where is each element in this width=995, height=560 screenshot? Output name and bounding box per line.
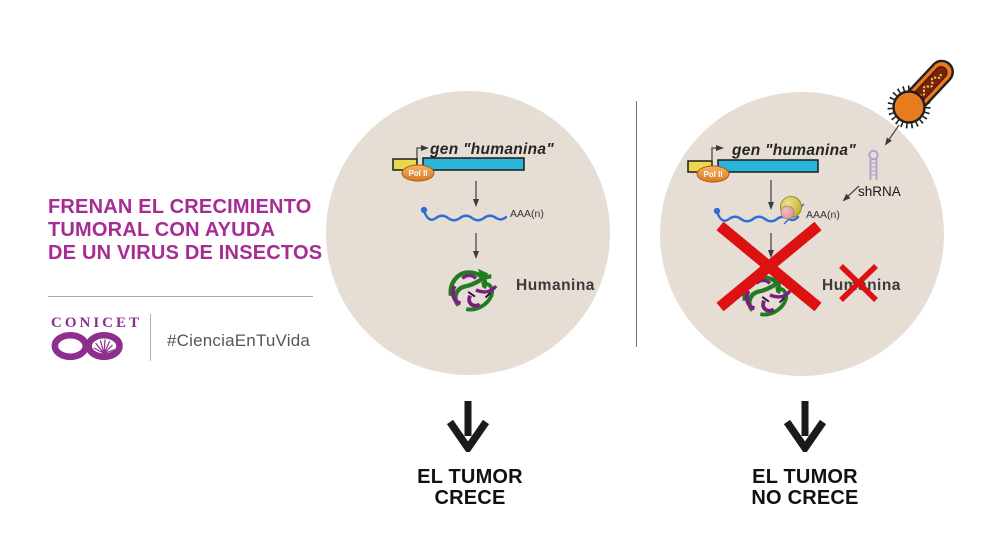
polymerase-label: Pol II xyxy=(703,170,722,179)
result-caption-left-line2: CRECE xyxy=(434,486,506,509)
result-caption-left-line1: EL TUMOR xyxy=(417,466,523,488)
polymerase-icon xyxy=(401,164,435,182)
hashtag: #CienciaEnTuVida xyxy=(167,331,311,350)
virus-to-shrna-arrow xyxy=(884,124,900,146)
no-protein-cross-icon xyxy=(839,264,878,302)
conicet-infinity-logo-icon xyxy=(51,331,123,361)
cell-right-diagram: Pol II gen "humanina" shRNA AAA(n) Human… xyxy=(687,124,901,376)
polymerase-icon xyxy=(696,165,730,183)
result-caption-right: EL TUMOR NO CRECE xyxy=(705,467,905,508)
protein-label: Humanina xyxy=(516,277,595,294)
headline: FRENAN EL CRECIMIENTO TUMORAL CON AYUDA … xyxy=(48,196,348,265)
blocked-translation-cross-icon xyxy=(716,221,822,312)
brand-divider xyxy=(150,314,151,361)
protein-ribbon-icon xyxy=(451,269,496,310)
headline-line-2: TUMORAL CON AYUDA xyxy=(48,219,276,241)
mrna-wave-icon xyxy=(422,209,508,222)
transcription-start-arrow xyxy=(416,145,429,160)
insect-virus-icon xyxy=(887,59,954,129)
cell-right: Pol II gen "humanina" shRNA AAA(n) Human… xyxy=(660,92,944,376)
mrna-tail-label: AAA(n) xyxy=(806,209,840,221)
shrna-label: shRNA xyxy=(858,184,901,199)
polymerase-label: Pol II xyxy=(408,169,427,178)
risc-subunit-icon xyxy=(780,205,795,220)
mrna-tail-label: AAA(n) xyxy=(510,208,544,220)
conicet-wordmark: CONICET xyxy=(51,315,143,331)
shrna-hairpin-icon xyxy=(868,149,879,180)
result-caption-right-line2: NO CRECE xyxy=(751,486,859,509)
result-caption-left: EL TUMOR CRECE xyxy=(370,467,570,508)
headline-line-3: DE UN VIRUS DE INSECTOS xyxy=(48,242,323,264)
shrna-to-mrna-arrow xyxy=(842,185,860,202)
gene-box xyxy=(717,159,819,173)
headline-line-1: FRENAN EL CRECIMIENTO xyxy=(48,196,312,218)
headline-divider xyxy=(48,296,313,297)
panel-divider xyxy=(636,101,637,347)
transcription-start-arrow xyxy=(711,145,724,160)
gene-box xyxy=(422,157,525,171)
cell-left: Pol II gen "humanina" AAA(n) Humanina xyxy=(326,91,610,375)
cell-left-diagram: Pol II gen "humanina" AAA(n) Humanina xyxy=(392,141,595,375)
gene-label: gen "humanina" xyxy=(731,142,856,159)
result-arrow-left-icon xyxy=(446,401,490,452)
result-arrow-right-icon xyxy=(783,401,827,452)
gene-label: gen "humanina" xyxy=(429,141,554,158)
result-caption-right-line1: EL TUMOR xyxy=(752,466,858,488)
